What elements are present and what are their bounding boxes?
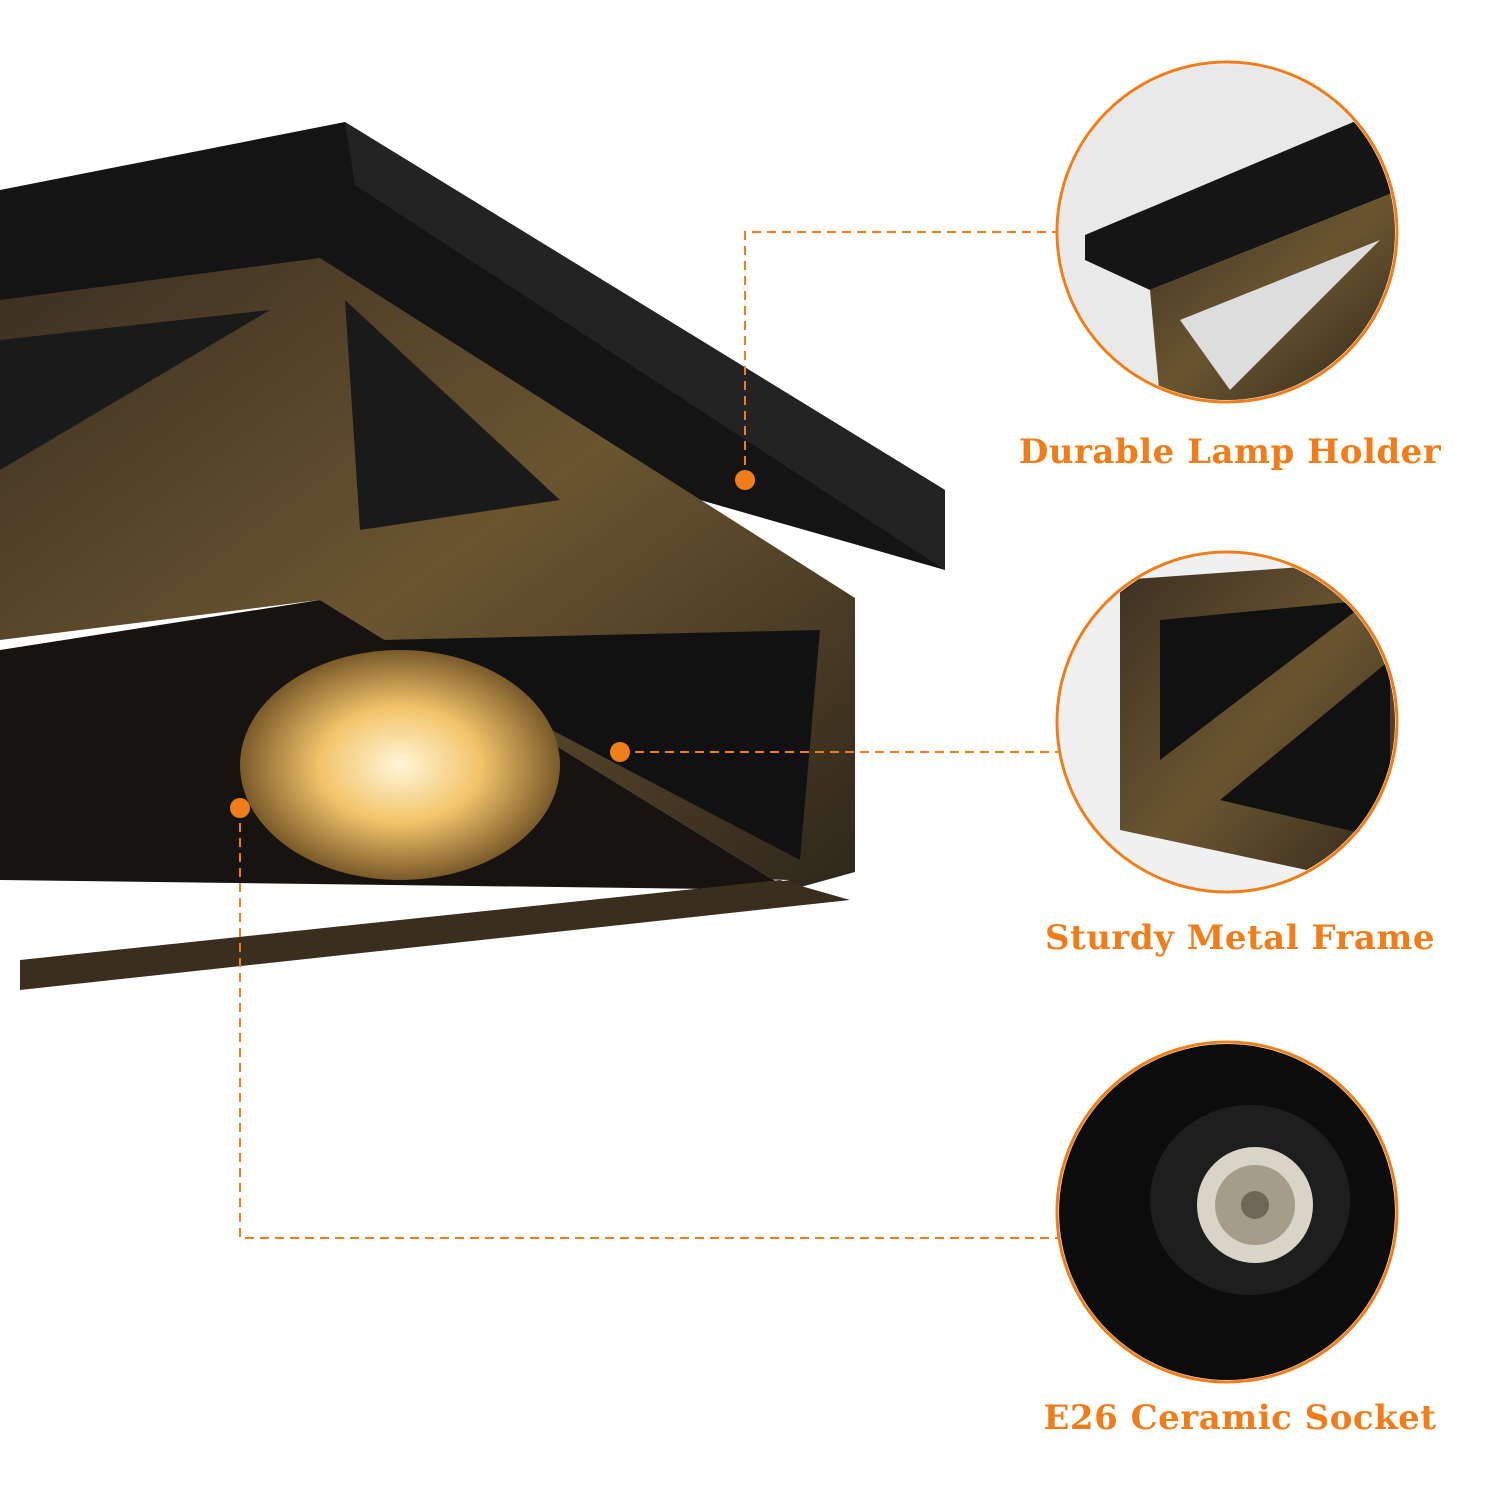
callout-dot [735, 470, 755, 490]
metal-frame-closeup [1059, 554, 1395, 890]
closeup-ring [1055, 1040, 1399, 1384]
closeup-ring [1055, 550, 1399, 894]
lamp-holder-closeup [1059, 64, 1395, 400]
callout-dot [610, 742, 630, 762]
feature-label-ceramic-socket: E26 Ceramic Socket [1043, 1398, 1437, 1438]
ceramic-socket-closeup [1059, 1044, 1395, 1380]
ceiling-plate [0, 122, 945, 570]
feature-label-metal-frame: Sturdy Metal Frame [1044, 918, 1436, 958]
callout-dot [230, 798, 250, 818]
callout-lines [239, 231, 1058, 1239]
light-bulb [240, 650, 560, 880]
closeup-ring [1055, 60, 1399, 404]
feature-label-lamp-holder: Durable Lamp Holder [1018, 432, 1442, 472]
